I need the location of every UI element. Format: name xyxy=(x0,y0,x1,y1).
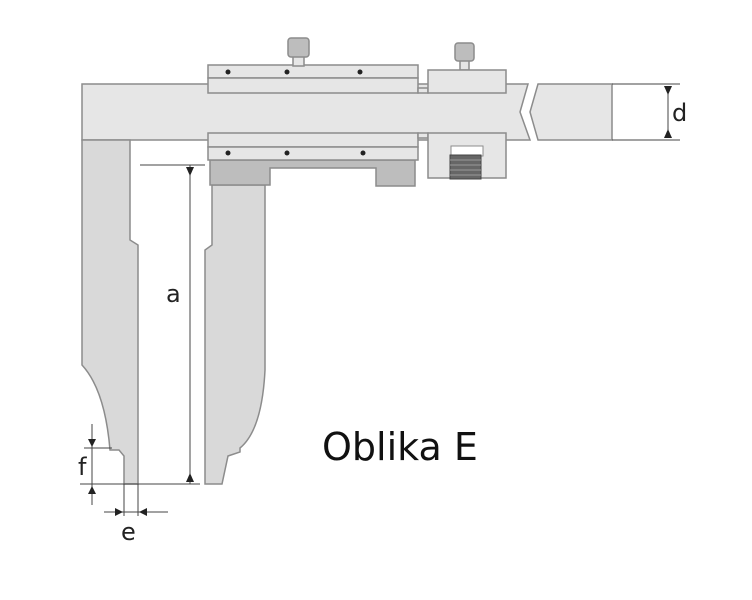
locking-screw-knob xyxy=(287,37,310,67)
label-d: d xyxy=(672,99,687,127)
fine-adjust-knob xyxy=(454,42,475,71)
diagram-caption: Oblika E xyxy=(322,425,478,469)
fine-adjustment-block xyxy=(417,69,507,180)
dimension-e: e xyxy=(104,484,168,546)
main-beam xyxy=(81,83,613,141)
screw-dots xyxy=(225,69,366,156)
label-a: a xyxy=(166,280,181,308)
dimension-a: a xyxy=(80,164,205,485)
dimension-f: f xyxy=(78,424,112,505)
sliding-jaw xyxy=(204,64,419,485)
fixed-jaw xyxy=(81,139,139,485)
label-f: f xyxy=(78,453,87,481)
dimension-d: d xyxy=(612,83,687,141)
label-e: e xyxy=(121,518,136,546)
